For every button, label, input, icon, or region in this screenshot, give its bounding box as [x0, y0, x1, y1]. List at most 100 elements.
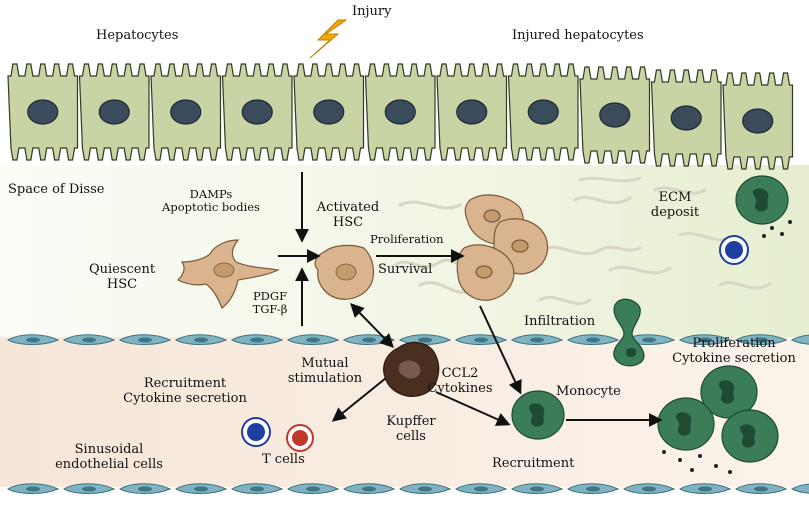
- hepatocyte-cell-icon: [221, 63, 293, 161]
- endothelial-nucleus: [26, 337, 40, 343]
- damps-label-line2: Apoptotic bodies: [162, 200, 260, 214]
- hepatocyte-cell-icon: [150, 63, 222, 161]
- endothelial-nucleus: [698, 337, 712, 343]
- hepatocyte-cell-icon: [507, 63, 579, 161]
- sinusoidal-label-line1: Sinusoidal: [74, 442, 144, 457]
- kupffer-nucleus: [398, 360, 421, 379]
- infiltrating-monocyte-icon: [613, 298, 645, 367]
- endothelial-nucleus: [250, 337, 264, 343]
- endothelial-nucleus: [530, 486, 544, 492]
- ccl2-cytokines-label: CCL2 Cytokines: [420, 366, 500, 396]
- prolif-cytokine-line2: Cytokine secretion: [672, 351, 796, 366]
- ecm-label-line2: deposit: [650, 205, 700, 220]
- hsc-nucleus: [213, 262, 235, 278]
- monocyte-nucleus: [626, 347, 637, 357]
- hsc-nucleus: [335, 263, 357, 281]
- hepatocyte-cell-icon: [7, 63, 79, 161]
- kupffer-label-line1: Kupffer: [386, 414, 436, 429]
- t-cell-nucleus: [725, 241, 743, 259]
- injured-hepatocytes-label: Injured hepatocytes: [512, 28, 644, 43]
- endothelial-nucleus: [698, 486, 712, 492]
- cytokine-dots: [762, 220, 792, 238]
- kupffer-cells-label: Kupffer cells: [376, 414, 446, 444]
- endothelial-nucleus: [418, 337, 432, 343]
- endothelial-nucleus: [138, 337, 152, 343]
- injury-label: Injury: [352, 4, 392, 19]
- activated-hsc-label-line1: Activated: [316, 200, 380, 215]
- arrow-kupffer-to-monocyte: [435, 391, 511, 426]
- proliferation-label: Proliferation: [370, 232, 444, 246]
- hepatocytes-label: Hepatocytes: [96, 28, 179, 43]
- pdgf-label: PDGF: [252, 289, 288, 303]
- endothelial-nucleus: [754, 337, 768, 343]
- endothelial-nucleus: [642, 337, 656, 343]
- endothelial-nucleus: [82, 337, 96, 343]
- kupffer-label-line2: cells: [396, 429, 426, 444]
- endothelial-nucleus: [642, 486, 656, 492]
- hepatocyte-nucleus: [98, 99, 130, 125]
- endothelial-nucleus: [26, 486, 40, 492]
- endothelial-nucleus: [306, 337, 320, 343]
- monocyte-nucleus: [752, 188, 769, 212]
- recruitment-cytokine-label: Recruitment Cytokine secretion: [110, 376, 260, 406]
- hepatocyte-nucleus: [241, 99, 273, 125]
- activated-hsc-label-line2: HSC: [332, 215, 364, 230]
- t-cell-nucleus: [292, 430, 308, 446]
- endothelial-nucleus: [418, 486, 432, 492]
- endothelial-row-top: [6, 334, 809, 345]
- quiescent-label-line2: HSC: [106, 277, 138, 292]
- quiescent-hsc-label: Quiescent HSC: [82, 262, 162, 292]
- proliferating-hsc-cluster: [456, 194, 549, 301]
- space-of-disse-region: [0, 165, 809, 337]
- activated-hsc-label: Activated HSC: [308, 200, 388, 230]
- damps-label: DAMPs Apoptotic bodies: [156, 188, 266, 214]
- proliferation-cytokine-label: Proliferation Cytokine secretion: [664, 336, 804, 366]
- hepatocyte-cell-icon: [78, 63, 150, 161]
- hepatocyte-cell-icon: [650, 69, 722, 167]
- recruit-cytokine-line1: Recruitment: [143, 376, 227, 391]
- arrow-kupffer-to-tcells: [331, 377, 387, 422]
- endothelial-nucleus: [754, 486, 768, 492]
- mutual-label-line2: stimulation: [287, 371, 363, 386]
- hepatocyte-nucleus: [384, 99, 416, 125]
- arrow-mutual-stimulation: [350, 302, 394, 349]
- hepatocyte-nucleus: [27, 99, 59, 125]
- space-of-disse-label: Space of Disse: [8, 182, 105, 197]
- endothelial-nucleus: [474, 486, 488, 492]
- lightning-bolt-icon: [309, 19, 348, 59]
- ccl2-label-line1: CCL2: [441, 366, 479, 381]
- endothelial-nucleus: [362, 486, 376, 492]
- hepatocyte-cell-icon: [293, 63, 365, 161]
- hepatocyte-row: [7, 63, 794, 170]
- recruitment-label: Recruitment: [492, 456, 575, 471]
- proliferating-monocyte-cluster: [657, 365, 779, 463]
- tgf-label: TGF-β: [252, 302, 288, 316]
- t-cell-nucleus: [247, 423, 265, 441]
- hepatocyte-nucleus: [599, 102, 631, 128]
- monocyte-nucleus: [528, 403, 545, 427]
- infiltration-label: Infiltration: [524, 314, 596, 329]
- hepatocyte-cell-icon: [722, 72, 794, 170]
- endothelial-nucleus: [586, 337, 600, 343]
- endothelial-row-bottom: [6, 483, 809, 494]
- sinusoidal-endothelial-label: Sinusoidal endothelial cells: [34, 442, 184, 472]
- endothelial-cell-icon: [790, 483, 809, 494]
- endothelial-nucleus: [306, 486, 320, 492]
- prolif-cytokine-line1: Proliferation: [692, 336, 776, 351]
- endothelial-nucleus: [194, 486, 208, 492]
- endothelial-nucleus: [362, 337, 376, 343]
- hepatocyte-cell-icon: [579, 66, 651, 164]
- ecm-deposit-label: ECM deposit: [640, 190, 710, 220]
- arrow-hsc-to-monocyte: [479, 305, 522, 395]
- endothelial-nucleus: [474, 337, 488, 343]
- t-cells-label: T cells: [262, 452, 305, 467]
- survival-label: Survival: [378, 262, 433, 277]
- hepatocyte-cell-icon: [436, 63, 508, 161]
- monocyte-label: Monocyte: [556, 384, 621, 399]
- mutual-stimulation-label: Mutual stimulation: [280, 356, 370, 386]
- endothelial-nucleus: [194, 337, 208, 343]
- mutual-label-line1: Mutual: [301, 356, 349, 371]
- endothelial-nucleus: [250, 486, 264, 492]
